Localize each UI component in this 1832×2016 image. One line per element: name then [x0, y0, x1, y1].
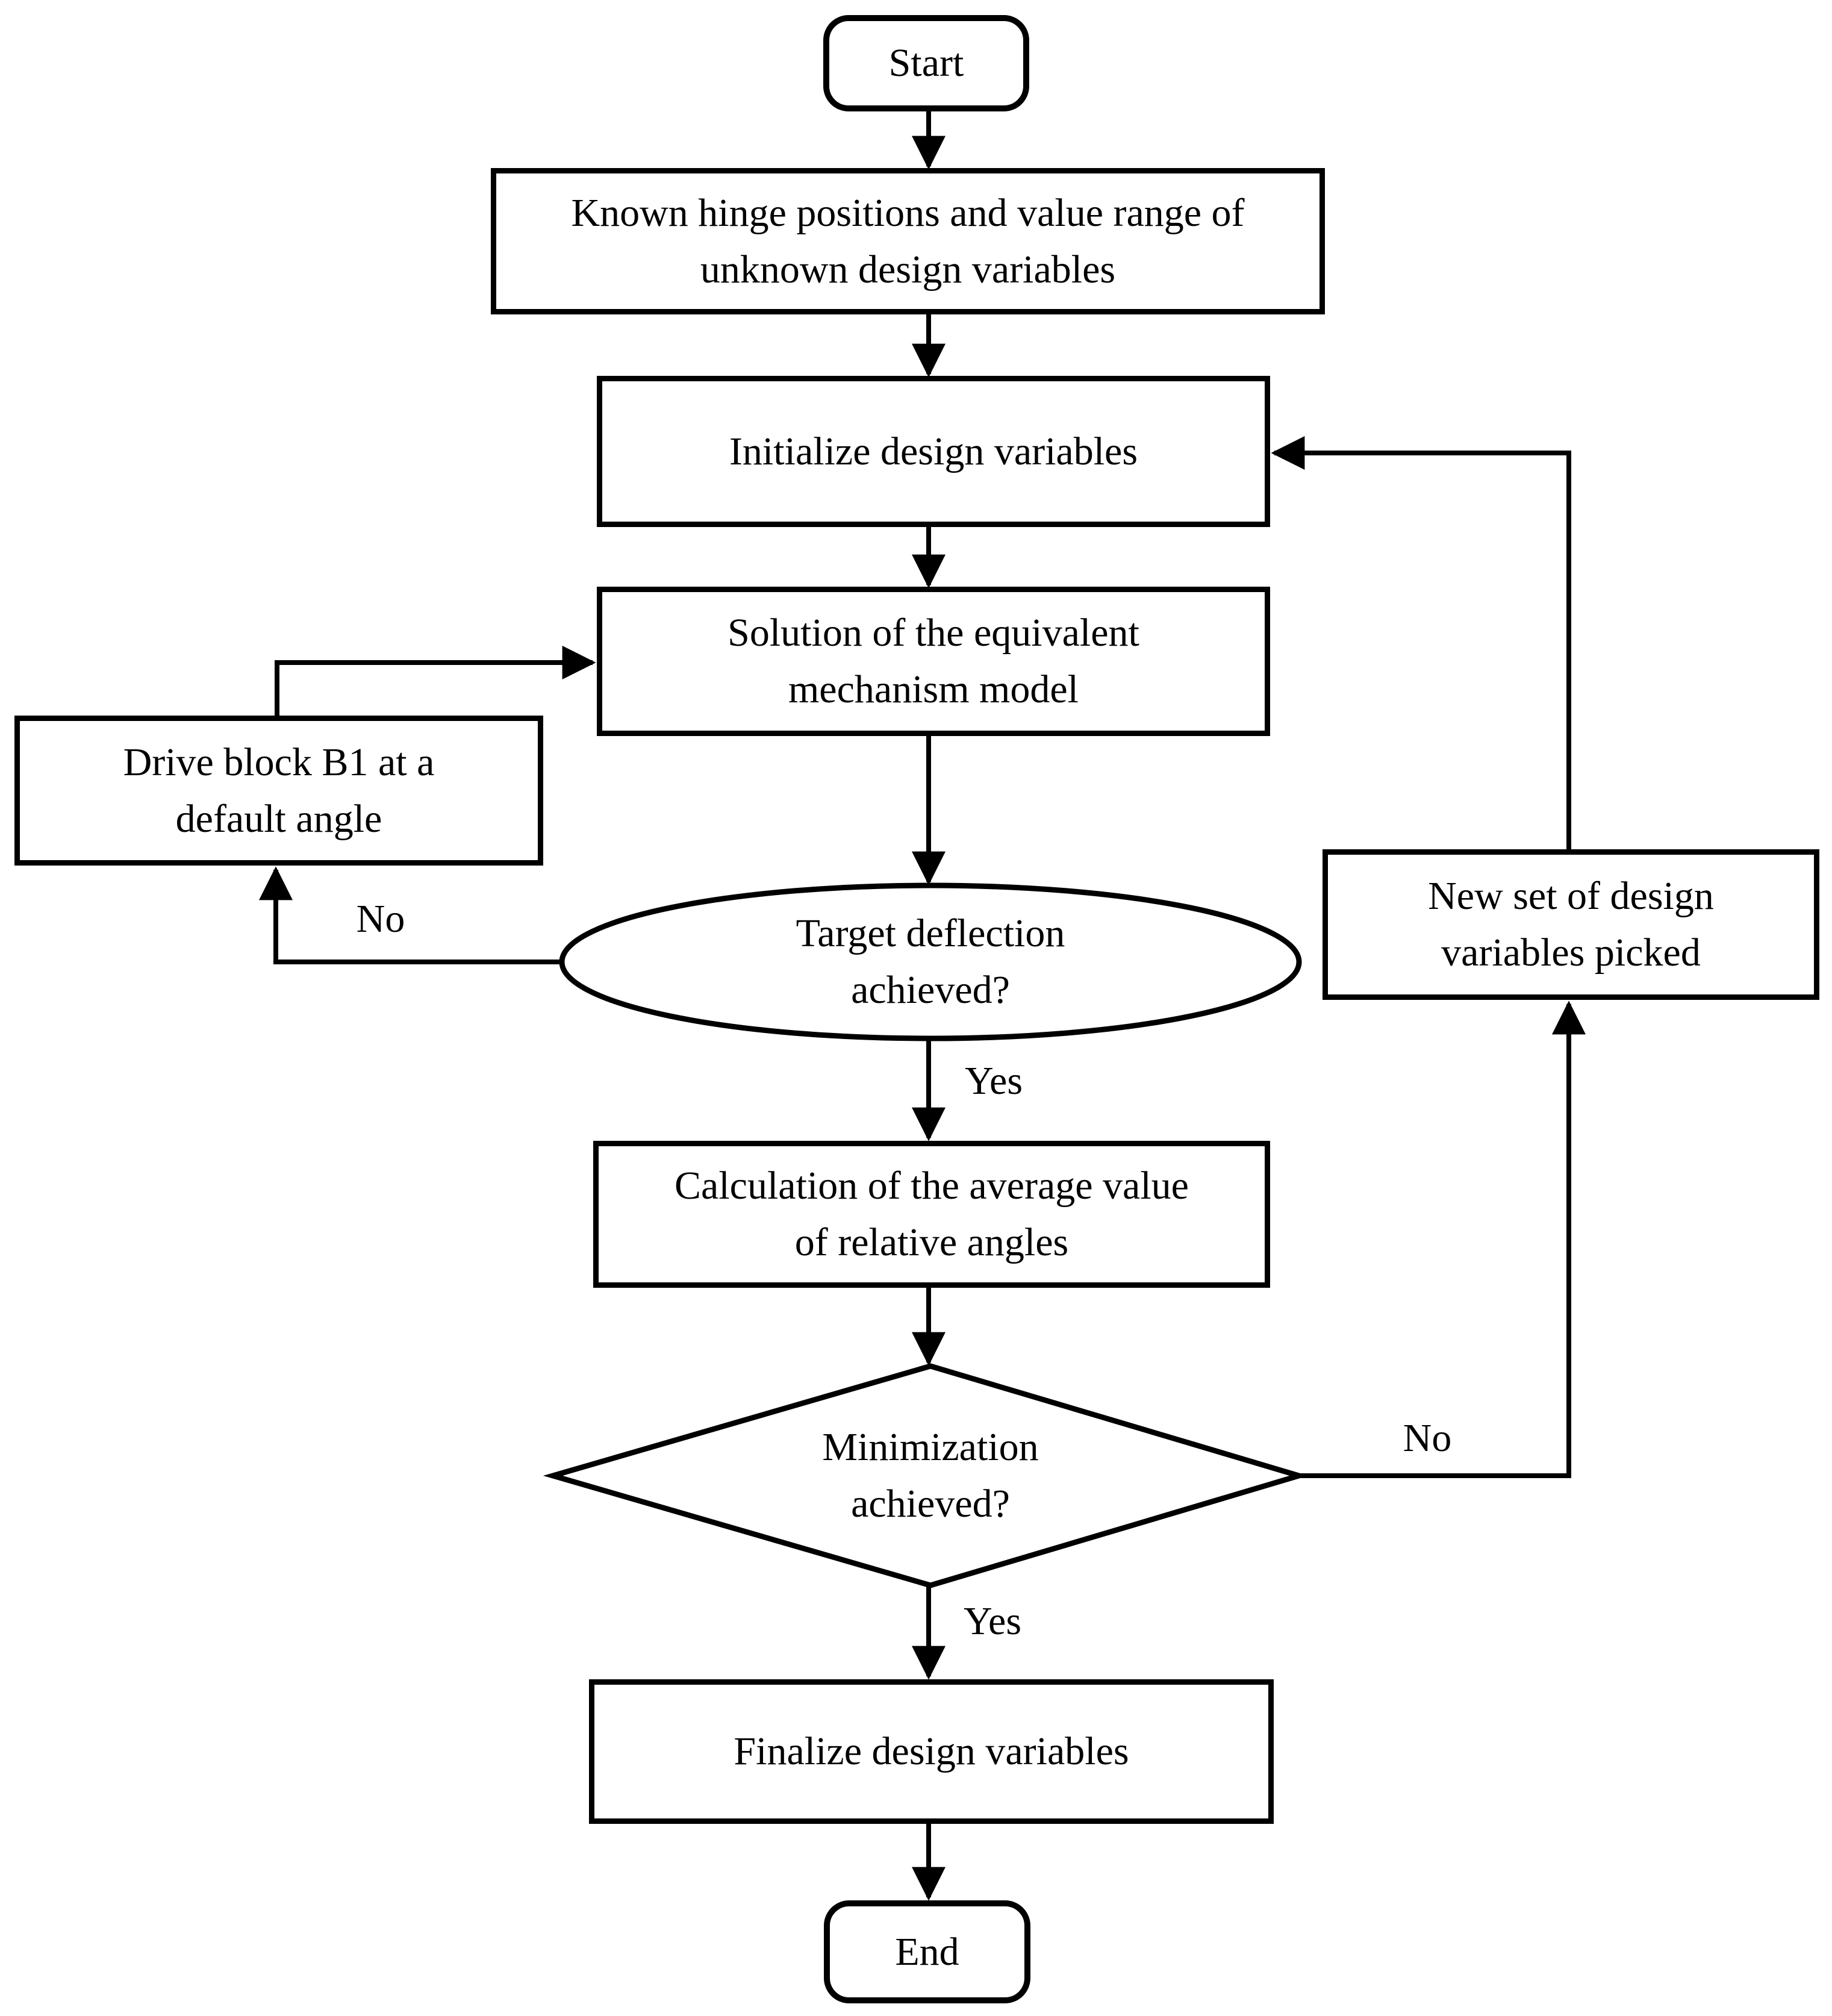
node-drive-line-2: default angle — [175, 796, 382, 841]
node-finalize-label: Finalize design variables — [734, 1729, 1129, 1774]
node-initialize-design-variables: Initialize design variables — [597, 376, 1270, 527]
node-minimization-line-1: Minimization — [822, 1425, 1039, 1470]
label-target-yes: Yes — [964, 1059, 1023, 1103]
node-start: Start — [823, 15, 1029, 111]
node-solution-line-2: mechanism model — [788, 667, 1079, 711]
label-minimization-no: No — [1403, 1416, 1452, 1460]
node-known-line-1: Known hinge positions and value range of — [571, 190, 1245, 235]
node-drive-line-1: Drive block B1 at a — [123, 740, 435, 784]
edge-target-drive-no — [259, 866, 560, 964]
target-deflection-ellipse-shape — [559, 882, 1302, 1041]
node-solution-line-1: Solution of the equivalent — [728, 611, 1139, 655]
node-newset-line-2: variables picked — [1441, 931, 1701, 975]
label-minimization-yes: Yes — [963, 1599, 1022, 1643]
node-end: End — [824, 1900, 1030, 2003]
node-calculation-line-2: of relative angles — [794, 1220, 1069, 1264]
node-minimization-line-2: achieved? — [851, 1482, 1010, 1526]
edge-minimization-newset-no — [1299, 1000, 1586, 1478]
node-known-hinge-positions: Known hinge positions and value range of… — [491, 168, 1325, 314]
edge-newset-initialize — [1271, 436, 1571, 849]
edge-drive-solution — [275, 646, 596, 716]
node-known-line-2: unknown design variables — [700, 247, 1116, 292]
node-target-line-2: achieved? — [851, 968, 1010, 1012]
node-minimization-decision: Minimization achieved? — [659, 1397, 1201, 1554]
node-drive-block-b1: Drive block B1 at a default angle — [14, 716, 543, 866]
node-calculation-average-angles: Calculation of the average value of rela… — [593, 1141, 1270, 1288]
node-calculation-line-1: Calculation of the average value — [675, 1164, 1189, 1208]
node-end-label: End — [895, 1929, 959, 1974]
node-newset-line-1: New set of design — [1428, 874, 1714, 919]
node-finalize-design-variables: Finalize design variables — [589, 1679, 1274, 1824]
node-solution-equivalent-mechanism: Solution of the equivalent mechanism mod… — [597, 587, 1270, 736]
label-target-no: No — [356, 897, 405, 941]
node-new-set-design-variables: New set of design variables picked — [1323, 849, 1819, 1000]
node-target-line-1: Target deflection — [796, 911, 1065, 956]
node-initialize-label: Initialize design variables — [729, 429, 1138, 473]
node-start-label: Start — [888, 41, 964, 86]
node-target-deflection-decision: Target deflection achieved? — [629, 882, 1232, 1041]
